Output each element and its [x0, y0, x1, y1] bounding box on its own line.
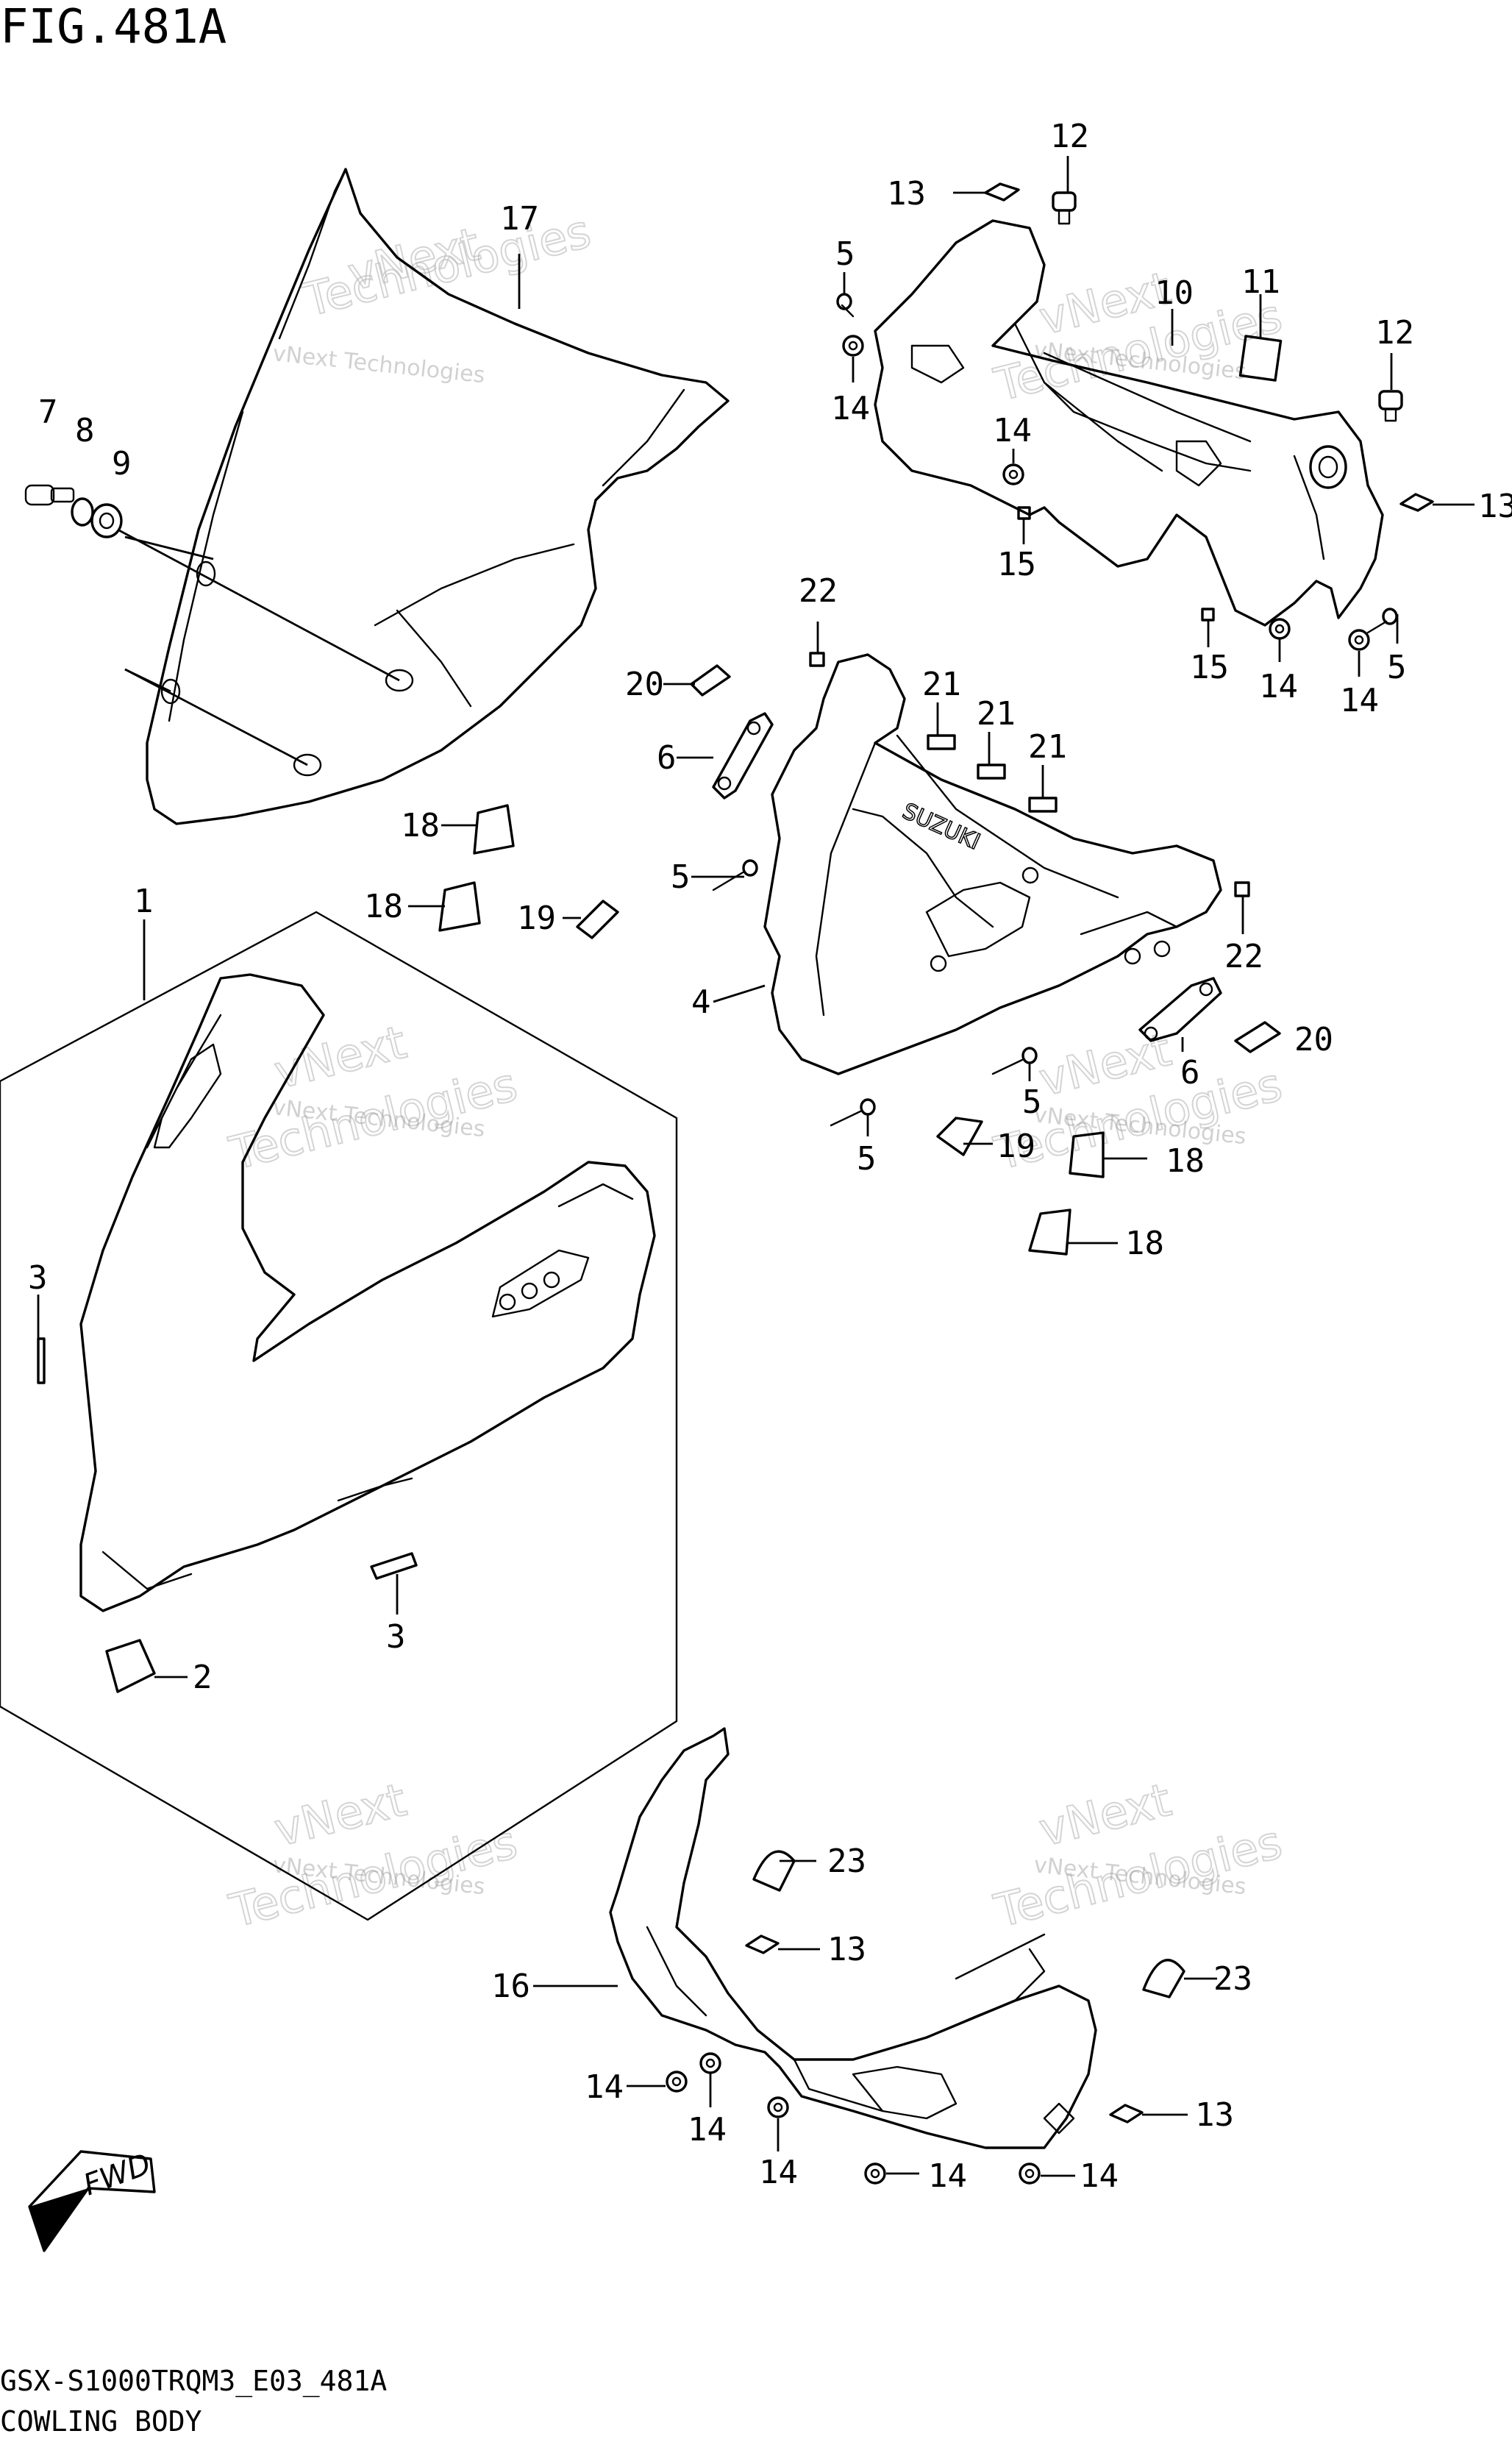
callout-4: 4 [691, 983, 711, 1021]
callout-7: 7 [38, 394, 58, 431]
callout-18c: 18 [1166, 1142, 1205, 1180]
windscreen-part-17[interactable] [146, 168, 730, 825]
figure-title: FIG.481A [0, 0, 227, 54]
callout-5d: 5 [1022, 1083, 1042, 1121]
callout-3: 3 [28, 1259, 48, 1297]
callout-2: 2 [193, 1659, 213, 1696]
fwd-arrow-icon: FWD [28, 2147, 156, 2252]
callout-21: 21 [922, 666, 961, 703]
leader-lines [37, 156, 1474, 2177]
watermarks: Technologies vNext vNext Technologies Te… [224, 203, 1288, 1938]
callout-18b: 18 [364, 888, 403, 925]
callout-20b: 20 [1294, 1021, 1333, 1058]
callout-14i: 14 [1080, 2157, 1119, 2195]
callout-labels: 17 7 8 9 12 13 5 14 10 11 12 14 15 13 15… [28, 118, 1512, 2195]
callout-12: 12 [1050, 118, 1089, 155]
callout-1: 1 [134, 883, 154, 920]
callout-8: 8 [75, 412, 95, 449]
callout-15b: 15 [1190, 649, 1229, 686]
callout-19b: 19 [996, 1128, 1035, 1165]
callout-3b: 3 [386, 1618, 406, 1656]
bracket-plate-6[interactable] [712, 712, 774, 800]
callout-9: 9 [112, 445, 132, 483]
clip-nut-parts[interactable] [745, 182, 1434, 2124]
callout-18: 18 [401, 807, 440, 844]
drawing-code: GSX-S1000TRQM3_E03_481A [0, 2365, 387, 2398]
callout-5b: 5 [1387, 649, 1407, 686]
lower-cowling-part-16[interactable] [609, 1727, 1097, 2149]
callout-14c: 14 [1259, 668, 1298, 705]
callout-14: 14 [831, 390, 870, 427]
section-name: COWLING BODY [0, 2405, 202, 2438]
callout-23: 23 [827, 1843, 866, 1880]
callout-18d: 18 [1125, 1225, 1164, 1262]
cowling-bracket-part-10[interactable] [874, 219, 1384, 627]
bolt-12-parts[interactable] [1052, 191, 1403, 422]
callout-12b: 12 [1375, 314, 1414, 352]
callout-14d: 14 [1340, 682, 1379, 719]
callout-6: 6 [657, 739, 677, 777]
callout-15: 15 [997, 546, 1036, 583]
callout-13: 13 [887, 175, 926, 213]
callout-23b: 23 [1213, 1960, 1252, 1998]
callout-5e: 5 [857, 1140, 877, 1178]
front-cowling-part-1[interactable] [0, 911, 678, 1921]
callout-22: 22 [799, 572, 838, 610]
callout-14g: 14 [759, 2154, 798, 2191]
bracket-plate-6-right[interactable] [1138, 977, 1222, 1042]
callout-22b: 22 [1224, 938, 1263, 975]
callout-14e: 14 [585, 2068, 624, 2106]
callout-6b: 6 [1180, 1054, 1200, 1092]
screw-set-7-8-9[interactable] [24, 484, 400, 766]
callout-13d: 13 [1195, 2096, 1234, 2134]
callout-14f: 14 [688, 2111, 727, 2149]
callout-5c: 5 [671, 858, 691, 896]
callout-14h: 14 [928, 2157, 967, 2195]
callout-13c: 13 [827, 1931, 866, 1968]
callout-13b: 13 [1478, 488, 1512, 525]
callout-19: 19 [517, 900, 556, 937]
callout-21b: 21 [977, 695, 1016, 733]
watermark-text: vNext Technologies [271, 341, 486, 388]
callout-17: 17 [500, 200, 539, 238]
callout-14b: 14 [993, 412, 1032, 449]
callout-16: 16 [491, 1968, 530, 2005]
callout-21c: 21 [1028, 728, 1067, 766]
callout-20: 20 [625, 666, 664, 703]
callout-10: 10 [1155, 274, 1194, 312]
callout-11: 11 [1241, 263, 1280, 301]
svg-text:SUZUKI: SUZUKI [899, 798, 984, 855]
callout-5: 5 [835, 235, 855, 273]
